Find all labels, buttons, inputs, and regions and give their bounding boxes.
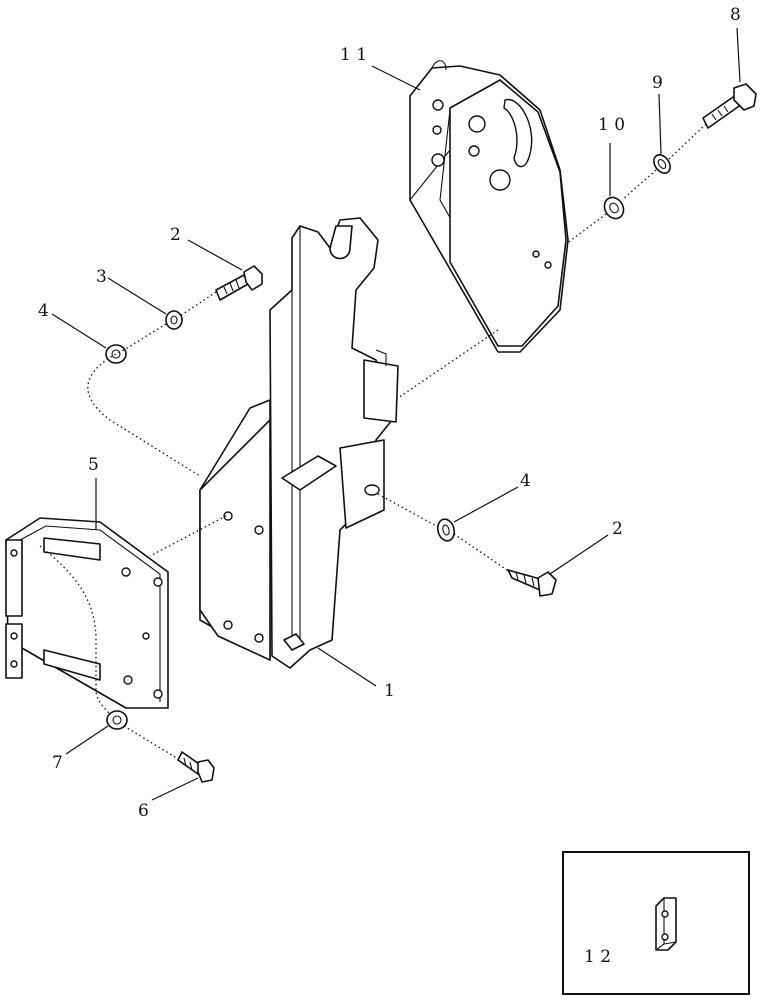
callout-5: 5	[88, 455, 99, 475]
link-plate-part-12	[655, 897, 677, 951]
flat-washer-part-10	[603, 196, 625, 220]
bracket-plate-part-11	[409, 60, 569, 353]
assembly-lines	[39, 123, 707, 761]
callout-labels: 1 1 8 9 1 0 2 3 4 5 4 2 1 7 6	[38, 5, 741, 821]
callout-4-lower: 4	[520, 471, 531, 491]
callout-12: 1 2	[584, 947, 611, 967]
callout-2-upper: 2	[170, 225, 181, 245]
lock-washer-part-3	[165, 310, 183, 330]
callout-1: 1	[384, 681, 395, 701]
bolt-part-2-upper	[215, 265, 263, 301]
callout-11: 1 1	[340, 45, 367, 65]
inset-box: 1 2	[562, 851, 750, 995]
mounting-plate-part-5	[5, 517, 169, 709]
bolt-part-6	[177, 751, 215, 783]
callout-9: 9	[652, 73, 663, 93]
flat-washer-part-7	[106, 710, 128, 730]
bolt-part-8	[702, 83, 757, 129]
callout-4-upper: 4	[38, 301, 49, 321]
callout-2-lower: 2	[612, 519, 623, 539]
leader-lines	[51, 27, 741, 945]
main-support-part-1	[199, 217, 399, 669]
callout-7: 7	[52, 753, 63, 773]
lock-washer-part-9	[653, 154, 671, 174]
bolt-part-2-lower	[507, 569, 557, 597]
callout-10: 1 0	[598, 115, 625, 135]
flat-washer-part-4-lower	[436, 518, 456, 542]
callout-3: 3	[96, 267, 107, 287]
callout-6: 6	[138, 801, 149, 821]
callout-8: 8	[730, 5, 741, 25]
flat-washer-part-4-upper	[105, 344, 127, 364]
